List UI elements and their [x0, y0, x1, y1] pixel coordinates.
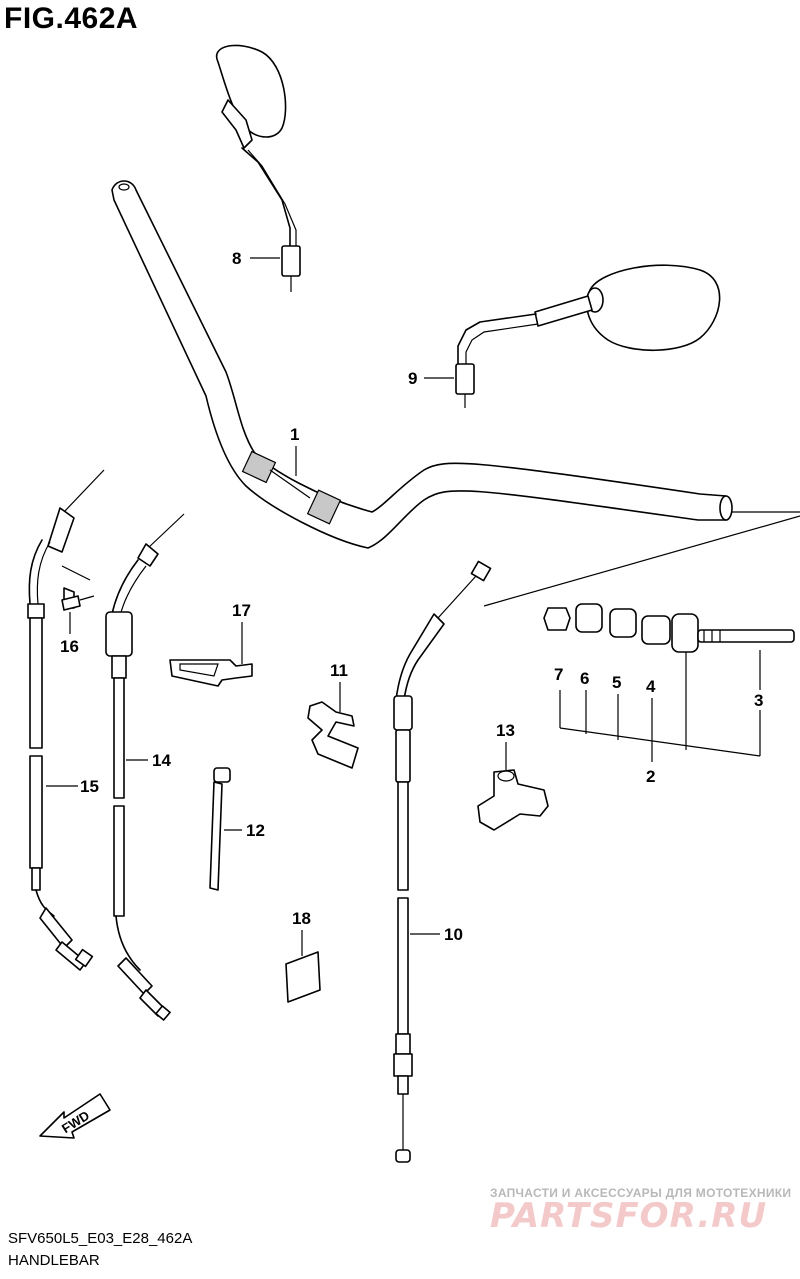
- callout-6: 6: [580, 669, 589, 688]
- callout-7: 7: [554, 665, 563, 684]
- bar-end-assembly: [483, 511, 800, 762]
- fwd-arrow: FWD: [39, 1093, 111, 1139]
- callout-4: 4: [646, 677, 656, 696]
- callout-18: 18: [292, 909, 311, 928]
- watermark-tagline: ЗАПЧАСТИ И АКСЕССУАРЫ ДЛЯ МОТОТЕХНИКИ: [490, 1186, 792, 1200]
- callout-8: 8: [232, 249, 241, 268]
- callout-3: 3: [754, 691, 763, 710]
- callout-15: 15: [80, 777, 99, 796]
- clamp-17: [169, 622, 253, 687]
- right-mirror: [455, 264, 721, 408]
- throttle-cable-15: [27, 469, 105, 971]
- callout-11: 11: [330, 661, 348, 680]
- callout-10: 10: [444, 925, 463, 944]
- callout-16: 16: [60, 637, 79, 656]
- figure-name: HANDLEBAR: [8, 1252, 100, 1269]
- left-mirror: [215, 44, 301, 292]
- clutch-cable-10: [393, 560, 492, 1163]
- clamp-11: [307, 682, 359, 769]
- callout-5: 5: [612, 673, 621, 692]
- handlebar-tube: [111, 180, 733, 549]
- throttle-cable-14: [105, 513, 185, 1021]
- callout-17: 17: [232, 601, 251, 620]
- figure-title: FIG.462A: [4, 2, 139, 35]
- callout-12: 12: [246, 821, 265, 840]
- callout-9: 9: [408, 369, 417, 388]
- model-code: SFV650L5_E03_E28_462A: [8, 1230, 193, 1247]
- callout-14: 14: [152, 751, 171, 770]
- callout-13: 13: [496, 721, 515, 740]
- bracket-13: [477, 742, 549, 831]
- pad-18: [285, 930, 321, 1003]
- screw-16: [61, 595, 95, 611]
- watermark-logo: PARTSFOR.RU: [490, 1196, 768, 1236]
- cable-tie-12: [209, 767, 242, 891]
- callout-2: 2: [646, 767, 655, 786]
- callout-1: 1: [290, 425, 299, 444]
